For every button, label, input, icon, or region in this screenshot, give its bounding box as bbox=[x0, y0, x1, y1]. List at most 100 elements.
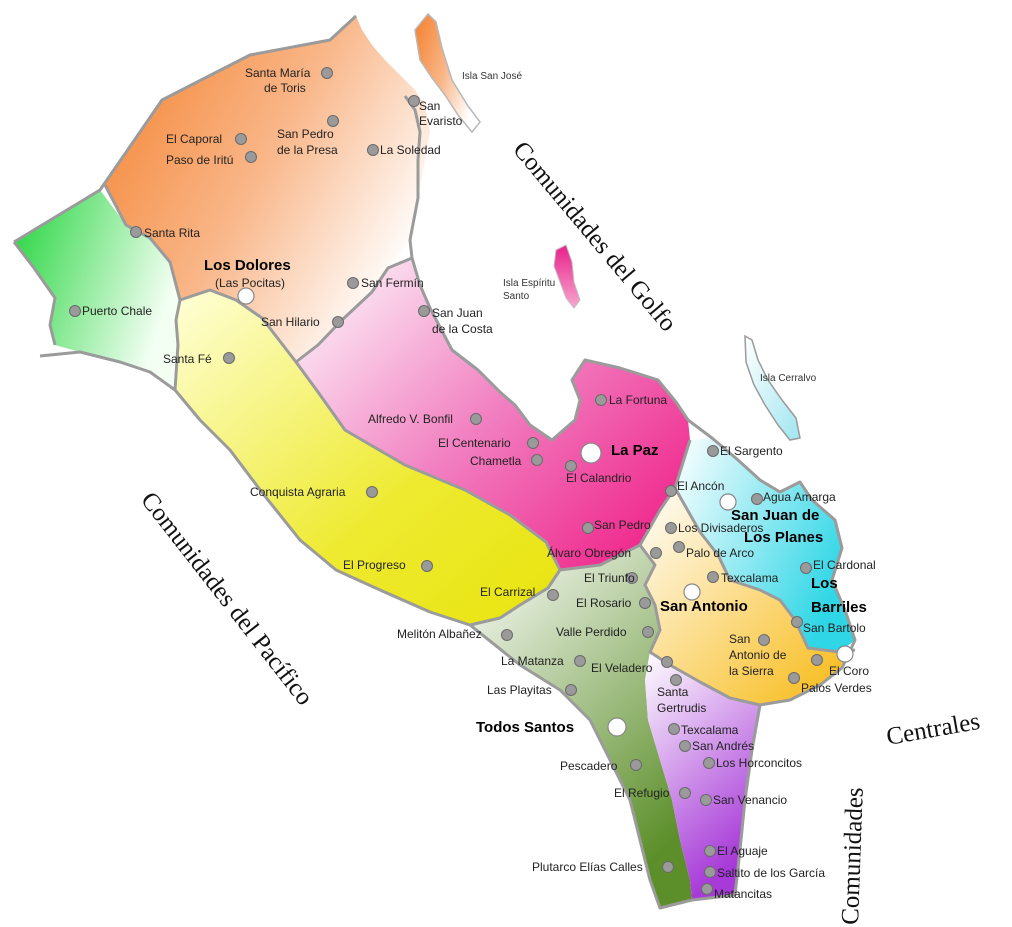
marker-el-refugio[interactable] bbox=[679, 787, 691, 799]
marker-santa-fe[interactable] bbox=[223, 352, 235, 364]
marker-santa-rita[interactable] bbox=[130, 226, 142, 238]
label-santa-gertrudis-2: Gertrudis bbox=[657, 701, 706, 715]
town-label-san-antonio: San Antonio bbox=[660, 598, 748, 615]
island-label-cerralvo: Isla Cerralvo bbox=[760, 373, 817, 384]
marker-el-calandrio[interactable] bbox=[565, 460, 577, 472]
marker-saltito[interactable] bbox=[704, 866, 716, 878]
marker-san-hilario[interactable] bbox=[332, 316, 344, 328]
label-el-coro: El Coro bbox=[829, 664, 869, 678]
label-san-pedro-presa-2: de la Presa bbox=[277, 143, 338, 157]
label-santa-gertrudis-1: Santa bbox=[657, 685, 689, 699]
island-espiritu-santo bbox=[553, 244, 581, 309]
label-palos-verdes: Palos Verdes bbox=[801, 681, 872, 695]
marker-pescadero[interactable] bbox=[630, 759, 642, 771]
marker-el-carrizal[interactable] bbox=[547, 589, 559, 601]
label-plutarco: Plutarco Elías Calles bbox=[532, 860, 643, 874]
label-el-cardonal: El Cardonal bbox=[813, 558, 876, 572]
town-label-los-dolores: Los Dolores bbox=[204, 257, 291, 274]
label-el-rosario: El Rosario bbox=[576, 596, 632, 610]
label-santa-fe: Santa Fé bbox=[163, 352, 212, 366]
marker-texcalama-1[interactable] bbox=[707, 571, 719, 583]
marker-la-soledad[interactable] bbox=[367, 144, 379, 156]
major-town-markers bbox=[237, 287, 854, 737]
marker-los-dolores[interactable] bbox=[237, 287, 255, 305]
marker-todos-santos[interactable] bbox=[607, 717, 627, 737]
label-alvaro-obregon: Álvaro Obregón bbox=[547, 545, 631, 560]
marker-los-barriles[interactable] bbox=[836, 645, 854, 663]
label-el-caporal: El Caporal bbox=[166, 132, 222, 146]
marker-agua-amarga[interactable] bbox=[751, 493, 763, 505]
marker-san-antonio[interactable] bbox=[683, 583, 701, 601]
label-texcalama-1: Texcalama bbox=[721, 571, 779, 585]
marker-santa-gertrudis[interactable] bbox=[670, 674, 682, 686]
label-sa-sierra-3: la Sierra bbox=[729, 664, 774, 678]
marker-los-horconcitos[interactable] bbox=[703, 757, 715, 769]
marker-la-paz[interactable] bbox=[580, 442, 602, 464]
marker-matancitas[interactable] bbox=[701, 883, 713, 895]
label-el-triunfo: El Triunfo bbox=[584, 571, 635, 585]
marker-san-pedro-presa[interactable] bbox=[327, 115, 339, 127]
label-matancitas: Matancitas bbox=[714, 887, 772, 901]
marker-chametla[interactable] bbox=[531, 454, 543, 466]
marker-valle-perdido[interactable] bbox=[642, 626, 654, 638]
marker-sj-costa[interactable] bbox=[418, 305, 430, 317]
label-sj-costa-1: San Juan bbox=[432, 306, 483, 320]
label-el-calandrio: El Calandrio bbox=[566, 471, 632, 485]
marker-san-andres[interactable] bbox=[679, 740, 691, 752]
marker-el-ancon[interactable] bbox=[665, 485, 677, 497]
region-la-paz-pink bbox=[296, 258, 690, 570]
island-san-jose bbox=[414, 12, 481, 134]
label-alfredo-bonfil: Alfredo V. Bonfil bbox=[368, 412, 453, 426]
marker-el-cardonal[interactable] bbox=[800, 562, 812, 574]
marker-el-rosario[interactable] bbox=[639, 597, 651, 609]
marker-alvaro-obregon[interactable] bbox=[650, 547, 662, 559]
marker-san-bartolo[interactable] bbox=[791, 616, 803, 628]
marker-san-pedro[interactable] bbox=[582, 522, 594, 534]
label-santa-maria-1: Santa María bbox=[245, 66, 311, 80]
marker-el-veladero[interactable] bbox=[661, 656, 673, 668]
marker-el-coro[interactable] bbox=[811, 654, 823, 666]
marker-plutarco[interactable] bbox=[662, 861, 674, 873]
marker-el-centenario[interactable] bbox=[527, 437, 539, 449]
label-paso-iritu: Paso de Iritú bbox=[166, 153, 233, 167]
marker-san-evaristo[interactable] bbox=[408, 95, 420, 107]
marker-puerto-chale[interactable] bbox=[69, 305, 81, 317]
marker-paso-iritu[interactable] bbox=[245, 151, 257, 163]
marker-la-fortuna[interactable] bbox=[595, 394, 607, 406]
label-san-evaristo-1: San bbox=[419, 99, 440, 113]
label-palo-de-arco: Palo de Arco bbox=[686, 546, 754, 560]
marker-conquista-agraria[interactable] bbox=[366, 486, 378, 498]
marker-alfredo-bonfil[interactable] bbox=[470, 413, 482, 425]
label-el-ancon: El Ancón bbox=[677, 479, 724, 493]
marker-las-playitas[interactable] bbox=[565, 684, 577, 696]
marker-meliton-albanez[interactable] bbox=[501, 629, 513, 641]
marker-sjlp[interactable] bbox=[719, 493, 737, 511]
label-santa-maria-2: de Toris bbox=[264, 81, 306, 95]
label-el-veladero: El Veladero bbox=[591, 661, 653, 675]
label-el-centenario: El Centenario bbox=[438, 436, 511, 450]
marker-el-progreso[interactable] bbox=[421, 560, 433, 572]
marker-el-triunfo[interactable] bbox=[626, 572, 638, 584]
community-labels: Santa María de Toris San Evaristo El Cap… bbox=[82, 66, 876, 901]
marker-sa-sierra[interactable] bbox=[758, 634, 770, 646]
label-conquista-agraria: Conquista Agraria bbox=[250, 485, 346, 499]
marker-palos-verdes[interactable] bbox=[788, 672, 800, 684]
marker-el-aguaje[interactable] bbox=[704, 845, 716, 857]
island-label-espiritu-2: Santo bbox=[503, 291, 530, 302]
marker-la-matanza[interactable] bbox=[574, 655, 586, 667]
label-san-bartolo: San Bartolo bbox=[803, 621, 866, 635]
marker-el-sargento[interactable] bbox=[707, 445, 719, 457]
label-santa-rita: Santa Rita bbox=[144, 226, 200, 240]
marker-los-divisaderos[interactable] bbox=[665, 522, 677, 534]
marker-palo-de-arco[interactable] bbox=[673, 541, 685, 553]
marker-el-caporal[interactable] bbox=[235, 133, 247, 145]
label-chametla: Chametla bbox=[470, 454, 522, 468]
marker-san-fermin[interactable] bbox=[347, 277, 359, 289]
marker-santa-maria[interactable] bbox=[321, 67, 333, 79]
marker-texcalama-2[interactable] bbox=[668, 723, 680, 735]
marker-san-venancio[interactable] bbox=[700, 794, 712, 806]
region-label-centrales-1: Centrales bbox=[884, 708, 982, 751]
town-label-las-pocitas: (Las Pocitas) bbox=[215, 276, 285, 290]
label-saltito: Saltito de los García bbox=[717, 866, 825, 880]
